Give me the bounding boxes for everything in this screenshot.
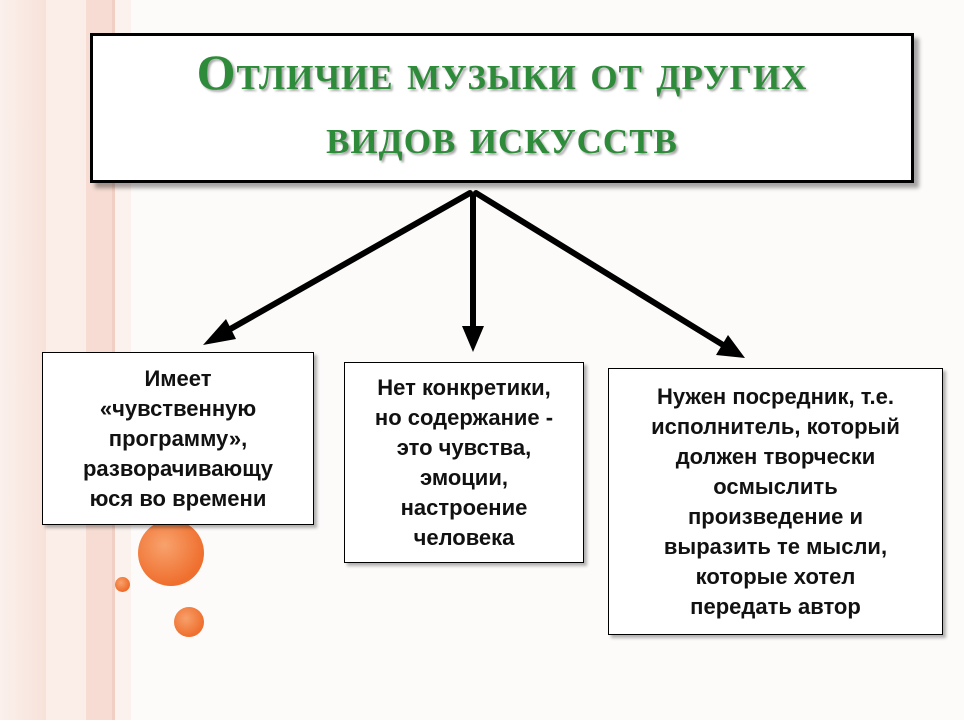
text-line: это чувства, — [396, 434, 532, 460]
text-line: выразить те мысли, — [663, 533, 888, 559]
arrow-to-left-box — [203, 190, 473, 345]
title-line-2: видов искусств — [326, 108, 678, 164]
text-line: человека — [413, 524, 515, 550]
arrow-to-middle-box — [462, 193, 484, 352]
feature-box-middle: Нет конкретики, но содержание - это чувс… — [344, 362, 584, 563]
title-box: Отличие музыки от других видов искусств — [90, 33, 914, 183]
diagram-title: Отличие музыки от других видов искусств — [197, 40, 808, 168]
text-line: но содержание - — [374, 404, 554, 430]
decorative-circle-medium — [174, 607, 204, 637]
text-line: передать автор — [690, 593, 861, 619]
text-line: должен творчески — [675, 443, 876, 469]
feature-text-right: Нужен посредник, т.е. исполнитель, котор… — [651, 382, 900, 622]
feature-text-left: Имеет «чувственную программу», разворачи… — [83, 364, 273, 514]
decorative-circle-large — [138, 520, 204, 586]
feature-text-middle: Нет конкретики, но содержание - это чувс… — [375, 373, 553, 553]
background-stripe — [0, 0, 46, 720]
text-line: юся во времени — [89, 485, 267, 511]
arrow-to-right-box — [473, 190, 745, 358]
text-line: настроение — [400, 494, 528, 520]
text-line: Нужен посредник, т.е. — [657, 383, 894, 409]
decorative-circle-small — [115, 577, 130, 592]
feature-box-left: Имеет «чувственную программу», разворачи… — [42, 352, 314, 525]
text-line: осмыслить — [713, 473, 838, 499]
feature-box-right: Нужен посредник, т.е. исполнитель, котор… — [608, 368, 943, 635]
text-line: произведение и — [688, 503, 863, 529]
text-line: которые хотел — [695, 563, 856, 589]
text-line: «чувственную — [99, 395, 257, 421]
title-line-1: Отличие музыки от других — [196, 44, 808, 100]
text-line: исполнитель, который — [651, 413, 900, 439]
text-line: разворачивающу — [82, 455, 274, 481]
text-line: Имеет — [144, 365, 212, 391]
text-line: эмоции, — [420, 464, 508, 490]
text-line: программу», — [108, 425, 248, 451]
text-line: Нет конкретики, — [377, 374, 551, 400]
